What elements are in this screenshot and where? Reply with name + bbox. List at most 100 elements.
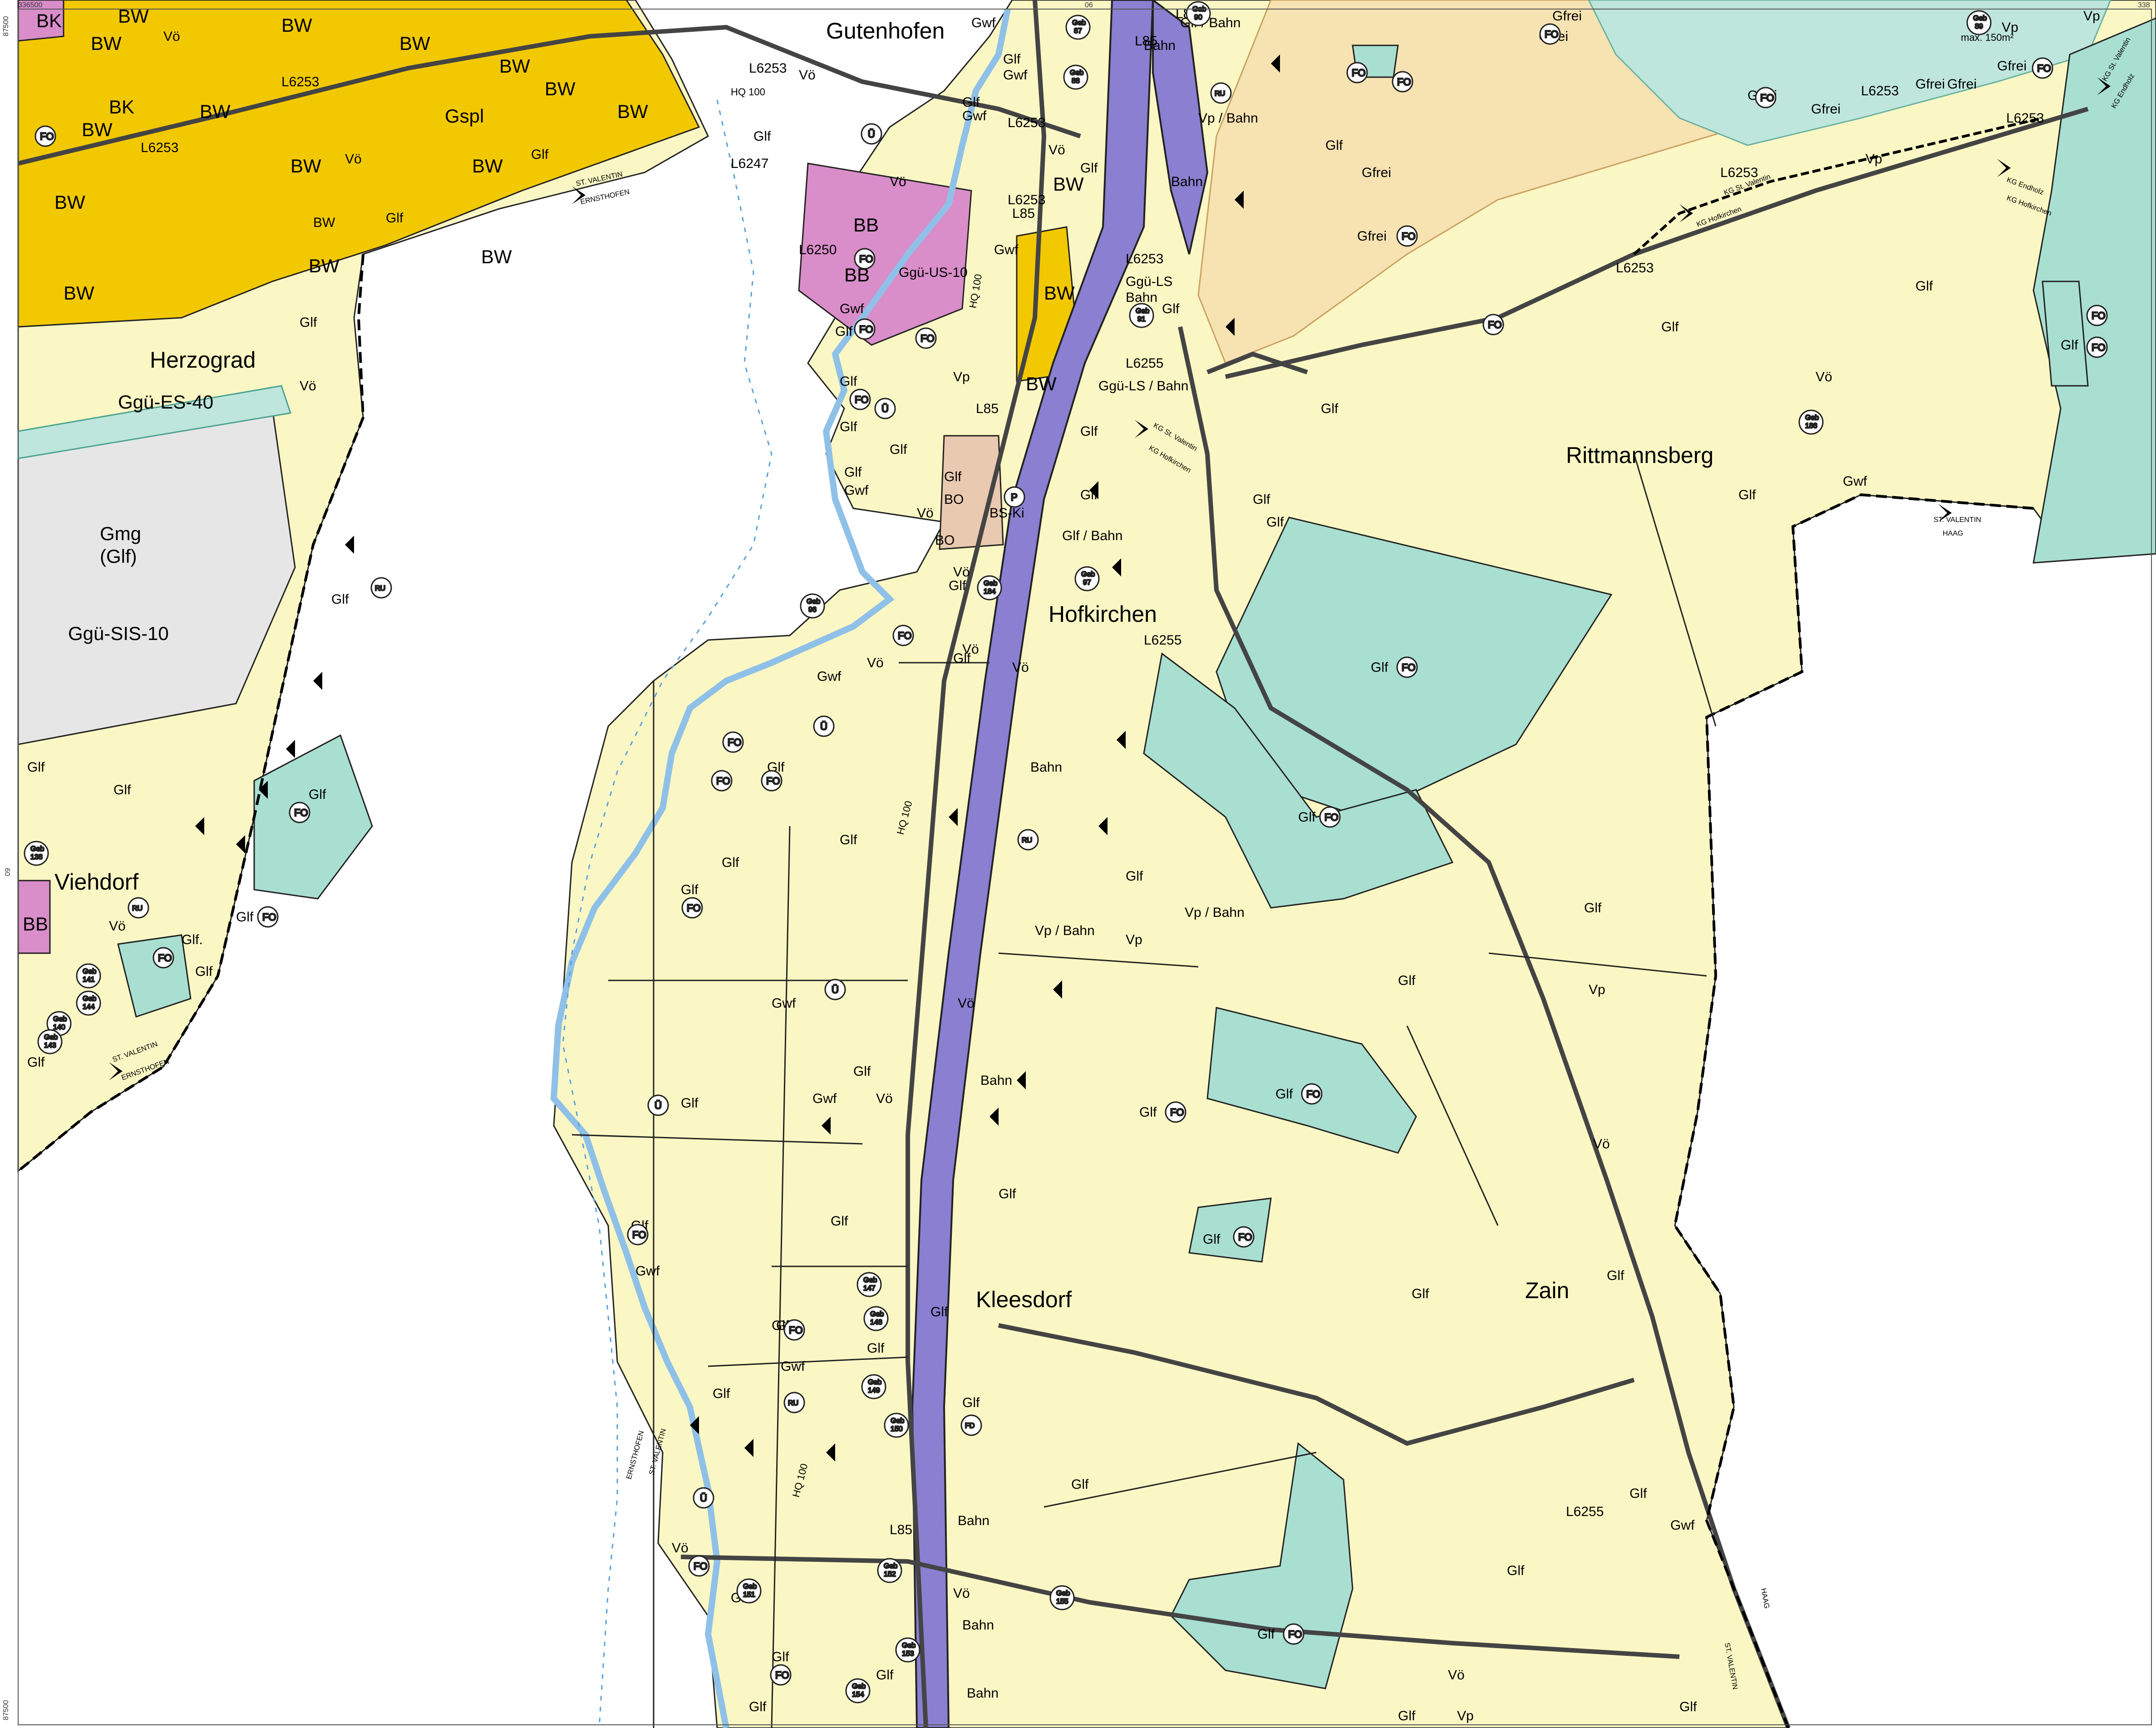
u-marker[interactable]: Ü	[874, 398, 896, 419]
area-gfrei-north[interactable]	[1588, 0, 2112, 146]
fo-marker[interactable]: FO	[854, 318, 876, 340]
fo-marker[interactable]: FO	[1482, 314, 1504, 335]
parking-marker[interactable]: P	[1004, 486, 1025, 508]
fo-marker[interactable]: FO	[711, 770, 733, 792]
forest-center[interactable]	[1206, 1007, 1417, 1154]
road-cross-north[interactable]	[1206, 351, 1308, 374]
u-marker[interactable]: Ü	[824, 979, 846, 1000]
fo-marker[interactable]: FO	[2086, 336, 2108, 358]
fo-marker[interactable]: FO	[34, 125, 56, 147]
fo-marker[interactable]: FO	[681, 897, 703, 919]
fo-marker[interactable]: FO	[892, 625, 914, 646]
place-hofkirchen[interactable]: Hofkirchen	[1048, 601, 1157, 627]
fo-marker[interactable]: FO	[688, 1555, 710, 1577]
place-viehdorf[interactable]: Viehdorf	[54, 869, 138, 895]
stream-main[interactable]	[550, 8, 1011, 1728]
forest-far-east[interactable]	[2033, 17, 2156, 564]
fo-marker[interactable]: FO	[849, 389, 871, 410]
ru-marker[interactable]: RU	[370, 577, 392, 599]
road-l85[interactable]	[906, 0, 1047, 1728]
road-l6255[interactable]	[1178, 326, 1791, 1728]
road-cross-south[interactable]	[680, 1555, 1680, 1659]
forest-east-edge[interactable]	[2042, 281, 2089, 387]
u-marker[interactable]: Ü	[813, 715, 835, 737]
fo-marker[interactable]: FO	[1539, 23, 1561, 45]
fo-marker[interactable]: FO	[761, 770, 783, 792]
railway-top-wedge[interactable]	[1152, 0, 1209, 255]
u-marker[interactable]: Ü	[861, 123, 882, 145]
fo-marker[interactable]: FO	[627, 1224, 649, 1246]
fo-marker[interactable]: FO	[257, 906, 279, 928]
fo-marker[interactable]: FO	[1392, 71, 1413, 93]
ru-marker[interactable]: RU	[1210, 82, 1232, 104]
place-rittmannsberg[interactable]: Rittmannsberg	[1566, 443, 1713, 468]
ru-marker[interactable]: RU	[128, 897, 149, 919]
place-herzograd[interactable]: Herzograd	[150, 347, 256, 373]
ru-marker[interactable]: RU	[1017, 829, 1039, 851]
fo-marker[interactable]: FO	[1165, 1101, 1186, 1123]
place-zain[interactable]: Zain	[1525, 1278, 1569, 1303]
area-mixed-bb[interactable]	[798, 162, 972, 346]
ru-marker[interactable]: RU	[783, 1392, 805, 1413]
fo-marker[interactable]: FO	[1346, 62, 1368, 84]
forest-south[interactable]	[1170, 1442, 1354, 1689]
fo-marker[interactable]: FO	[783, 1319, 805, 1341]
u-marker[interactable]: Ü	[693, 1487, 714, 1509]
fo-marker[interactable]: FO	[153, 947, 174, 969]
boundary-municipal-west[interactable]	[17, 254, 365, 1172]
fo-marker[interactable]: FO	[915, 327, 937, 349]
u-marker[interactable]: Ü	[647, 1094, 669, 1116]
fo-marker[interactable]: FO	[1233, 1226, 1255, 1248]
fd-marker[interactable]: FD	[960, 1414, 982, 1436]
fo-marker[interactable]: FO	[854, 248, 876, 270]
road-cross-kleesdorf[interactable]	[998, 1323, 1635, 1446]
fo-marker[interactable]: FO	[289, 802, 310, 823]
place-gutenhofen[interactable]: Gutenhofen	[826, 18, 945, 44]
place-kleesdorf[interactable]: Kleesdorf	[976, 1287, 1072, 1312]
boundary-municipal-east[interactable]	[1673, 493, 2034, 1728]
fo-marker[interactable]: FO	[1396, 656, 1418, 678]
fo-marker[interactable]: FO	[2032, 57, 2053, 79]
area-bo-center[interactable]	[939, 435, 1004, 550]
forest-hofkirchen-south[interactable]	[1143, 652, 1454, 909]
fo-marker[interactable]: FO	[1396, 225, 1418, 247]
forest-west-river[interactable]	[253, 734, 373, 900]
boundary-kg[interactable]	[1633, 117, 2043, 256]
fo-marker[interactable]: FO	[770, 1664, 792, 1686]
fo-marker[interactable]: FO	[1283, 1623, 1304, 1645]
fo-marker[interactable]: FO	[1319, 806, 1341, 828]
road-l6253-west[interactable]	[17, 25, 1081, 166]
forest-kleesdorf-east[interactable]	[1188, 1197, 1272, 1263]
fo-marker[interactable]: FO	[1301, 1083, 1323, 1105]
area-residential-bw[interactable]	[17, 0, 700, 328]
fo-marker[interactable]: FO	[2086, 305, 2108, 326]
fo-marker[interactable]: FO	[1755, 87, 1777, 108]
fo-marker[interactable]: FO	[722, 731, 744, 753]
zone-label-bahn: Bahn	[980, 1073, 1012, 1088]
